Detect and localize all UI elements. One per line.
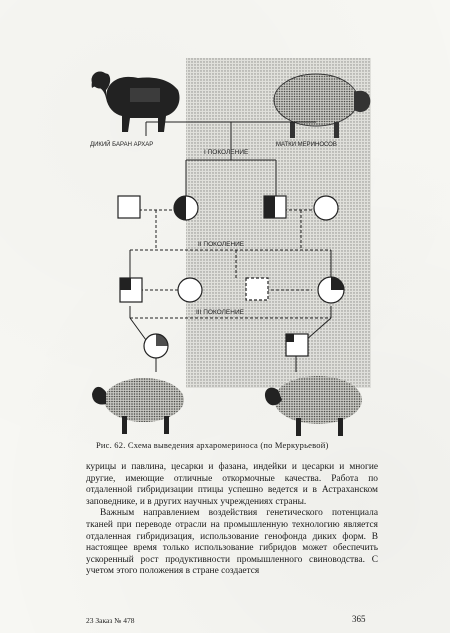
gen2-label: II ПОКОЛЕНИЕ [198,241,245,248]
footer-signature: 23 Заказ № 478 [86,616,135,625]
symbol-male-hybrid-g1 [263,195,287,219]
symbol-female-hybrid-g1 [173,195,199,221]
arkharomerino-ram-image [92,378,184,434]
symbol-male-g3 [285,333,309,357]
label-argali: ДИКИЙ БАРАН АРХАР [90,140,153,148]
paragraph-2: Важным направлением воздействия генетиче… [86,508,378,577]
page-number: 365 [352,614,366,624]
gen1-label: I ПОКОЛЕНИЕ [204,149,249,156]
body-text: курицы и павлина, цесарки и фазана, инде… [86,462,378,578]
arkharomerino-ewe-image [264,376,362,436]
symbol-female-hybrid-g2 [317,276,345,304]
symbol-female-g3 [143,333,169,359]
merino-ewe-image [273,73,371,138]
pedigree-lines [129,121,332,372]
label-merino: МАТКИ МЕРИНОСОВ [276,142,337,148]
symbol-female-merino-g1 [313,195,339,221]
gen3-label: III ПОКОЛЕНИЕ [196,309,245,316]
symbol-male-argali [117,195,141,219]
symbol-female-g2 [177,277,203,303]
symbol-male-hybrid-g2 [119,277,143,303]
paragraph-1: курицы и павлина, цесарки и фазана, инде… [86,462,378,507]
argali-ram-image [91,71,180,132]
figure-caption: Рис. 62. Схема выведения архаромериноса … [96,440,329,450]
symbol-male-g2 [245,277,269,301]
breeding-scheme-figure: ДИКИЙ БАРАН АРХАР МАТКИ МЕРИНОСОВ I ПОКО… [90,58,371,436]
